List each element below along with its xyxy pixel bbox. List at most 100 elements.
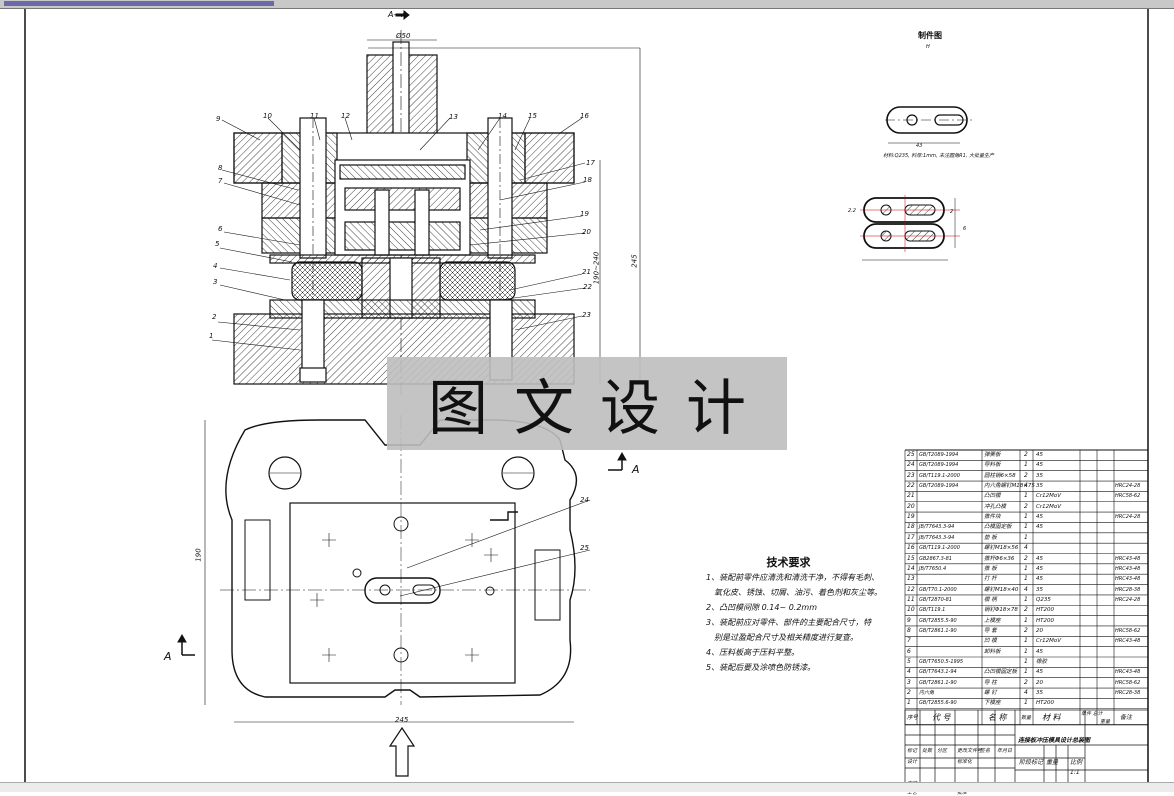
- balloon-20: 20: [582, 228, 591, 236]
- bom-cell-name: 推 板: [984, 565, 997, 572]
- title-block-label: 分区: [937, 748, 948, 754]
- bom-cell-qty: 2: [1024, 554, 1028, 562]
- dim-190-240: 190~240: [592, 251, 601, 285]
- bom-cell-qty: 2: [1024, 626, 1028, 634]
- bom-cell-no: 4: [907, 668, 911, 676]
- technical-requirements: 技术要求 1、装配前零件应清洗和清洗干净，不得有毛刺、 氧化皮、锈蚀、切屑、油污…: [706, 554, 901, 675]
- balloon-8: 8: [218, 164, 223, 172]
- bom-table-grid: [904, 449, 1149, 726]
- bom-cell-no: 8: [907, 626, 911, 634]
- status-bar: [0, 782, 1174, 792]
- bom-cell-code: GB/T2855.6-90: [919, 700, 957, 707]
- bom-cell-code: GB/T119.1-2000: [919, 545, 960, 552]
- cad-drawing: [24, 9, 1149, 791]
- bom-cell-note: HRC24-28: [1115, 483, 1141, 490]
- bom-cell-name: 螺钉M18×40: [984, 586, 1019, 593]
- balloon-7: 7: [218, 177, 223, 185]
- section-label: A—A: [388, 10, 407, 19]
- bom-cell-note: HRC28-38: [1115, 690, 1141, 697]
- drawing-sheet: 图文设计 A—A A A 制件图 H 材料:Q235, 料厚:1mm, 未注圆角…: [0, 9, 1174, 796]
- bom-cell-qty: 1: [1024, 492, 1028, 500]
- balloon-15: 15: [528, 112, 537, 120]
- bom-cell-no: 10: [907, 606, 915, 614]
- bom-cell-qty: 2: [1024, 502, 1028, 510]
- title-block-label: 签名: [980, 748, 991, 754]
- title-block-label: 设计: [907, 759, 918, 765]
- bom-header-no: 序号: [907, 714, 919, 721]
- bom-cell-qty: 1: [1024, 533, 1028, 541]
- balloon-23: 23: [582, 311, 591, 319]
- balloon-14: 14: [498, 112, 507, 120]
- bom-cell-material: 20: [1036, 627, 1043, 634]
- bom-cell-code: GB/T119.1: [919, 607, 946, 614]
- tech-item: 1、装配前零件应清洗和清洗干净，不得有毛刺、: [706, 573, 880, 582]
- dim-190: 190: [194, 548, 203, 562]
- bom-header-weight-label: 重量: [1100, 718, 1111, 725]
- plan-view: [220, 415, 590, 705]
- bom-cell-name: 导 套: [984, 627, 997, 634]
- tech-item: 5、装配后要及涂喷色防锈漆。: [706, 663, 816, 672]
- balloon-16: 16: [580, 112, 589, 120]
- bom-cell-no: 3: [907, 678, 911, 686]
- bom-cell-material: HT200: [1036, 700, 1054, 707]
- bom-cell-qty: 2: [1024, 606, 1028, 614]
- title-block-label: 更改文件号: [957, 748, 983, 754]
- bom-cell-name: 凸凹模: [984, 493, 1001, 500]
- bom-cell-qty: 1: [1024, 513, 1028, 521]
- bom-cell-material: 20: [1036, 679, 1043, 686]
- bom-cell-code: JB/T7643.3-94: [919, 534, 955, 541]
- bom-cell-qty: 1: [1024, 647, 1028, 655]
- watermark-text: 图文设计: [428, 374, 772, 444]
- balloon-21: 21: [582, 268, 591, 276]
- bom-cell-name: 导 柱: [984, 679, 997, 686]
- bom-cell-name: 内六角螺钉M18×75: [984, 483, 1035, 490]
- bom-cell-code: GB/T2870-81: [919, 596, 952, 603]
- bom-cell-material: Cr12MoV: [1036, 638, 1061, 645]
- bom-header-name: 名 称: [988, 712, 1007, 722]
- bom-cell-name: 销钉Φ18×78: [984, 607, 1018, 614]
- bom-cell-no: 13: [907, 575, 915, 583]
- bom-cell-note: HRC43-48: [1115, 669, 1141, 676]
- bom-cell-qty: 2: [1024, 678, 1028, 686]
- balloon-9: 9: [216, 115, 221, 123]
- tech-item: 别是过盈配合尺寸及相关精度进行复查。: [714, 633, 858, 642]
- window-titlebar: [0, 0, 1174, 9]
- view-label-right: A: [632, 463, 640, 476]
- bom-cell-name: 凹 模: [984, 638, 997, 645]
- bom-cell-material: 35: [1036, 472, 1043, 479]
- tech-item: 2、凸凹模间隙 0.14~ 0.2mm: [706, 603, 817, 612]
- bom-cell-code: GB/T7643.1-94: [919, 669, 957, 676]
- bom-cell-name: 推件块: [984, 514, 1001, 521]
- bom-cell-material: 35: [1036, 690, 1043, 697]
- bom-cell-code: GB/T7650.5-1995: [919, 659, 964, 665]
- bom-cell-name: 推杆Φ6×36: [984, 555, 1015, 562]
- bom-cell-qty: 4: [1024, 482, 1028, 490]
- balloon-2: 2: [212, 313, 217, 321]
- bom-cell-qty: 2: [1024, 451, 1028, 458]
- bom-header-weight: 单件 总计: [1081, 710, 1103, 717]
- bom-cell-material: 45: [1036, 555, 1043, 562]
- bom-cell-qty: 1: [1024, 658, 1028, 665]
- bom-cell-code: GB/T2089-1994: [919, 462, 959, 469]
- bom-cell-no: 7: [907, 637, 911, 645]
- bom-cell-no: 21: [907, 492, 915, 500]
- bom-cell-material: 35: [1036, 483, 1043, 490]
- balloon-19: 19: [580, 210, 589, 218]
- window-tab-strip[interactable]: [4, 1, 274, 6]
- tech-item: 3、装配前应对零件、部件的主要配合尺寸，特: [706, 618, 872, 627]
- title-drawing-name: 连接板冲压模具设计总装图: [1018, 737, 1091, 744]
- bom-cell-material: 45: [1036, 514, 1043, 521]
- section-arrows: [177, 9, 627, 656]
- tech-item: 4、压料板高于压料平整。: [706, 648, 800, 657]
- bom-cell-name: 下模座: [984, 700, 1001, 707]
- bom-cell-qty: 1: [1024, 616, 1028, 624]
- bom-header-note: 备注: [1120, 713, 1133, 721]
- title-scale: 比例: [1070, 759, 1083, 766]
- bom-cell-material: 45: [1036, 669, 1043, 676]
- bom-cell-no: 11: [907, 595, 915, 603]
- balloon-22: 22: [583, 283, 592, 291]
- bom-cell-note: HRC28-38: [1115, 586, 1141, 593]
- bom-cell-qty: 1: [1024, 575, 1028, 583]
- bom-cell-no: 23: [907, 471, 915, 479]
- bom-cell-name: 垫 板: [984, 534, 997, 541]
